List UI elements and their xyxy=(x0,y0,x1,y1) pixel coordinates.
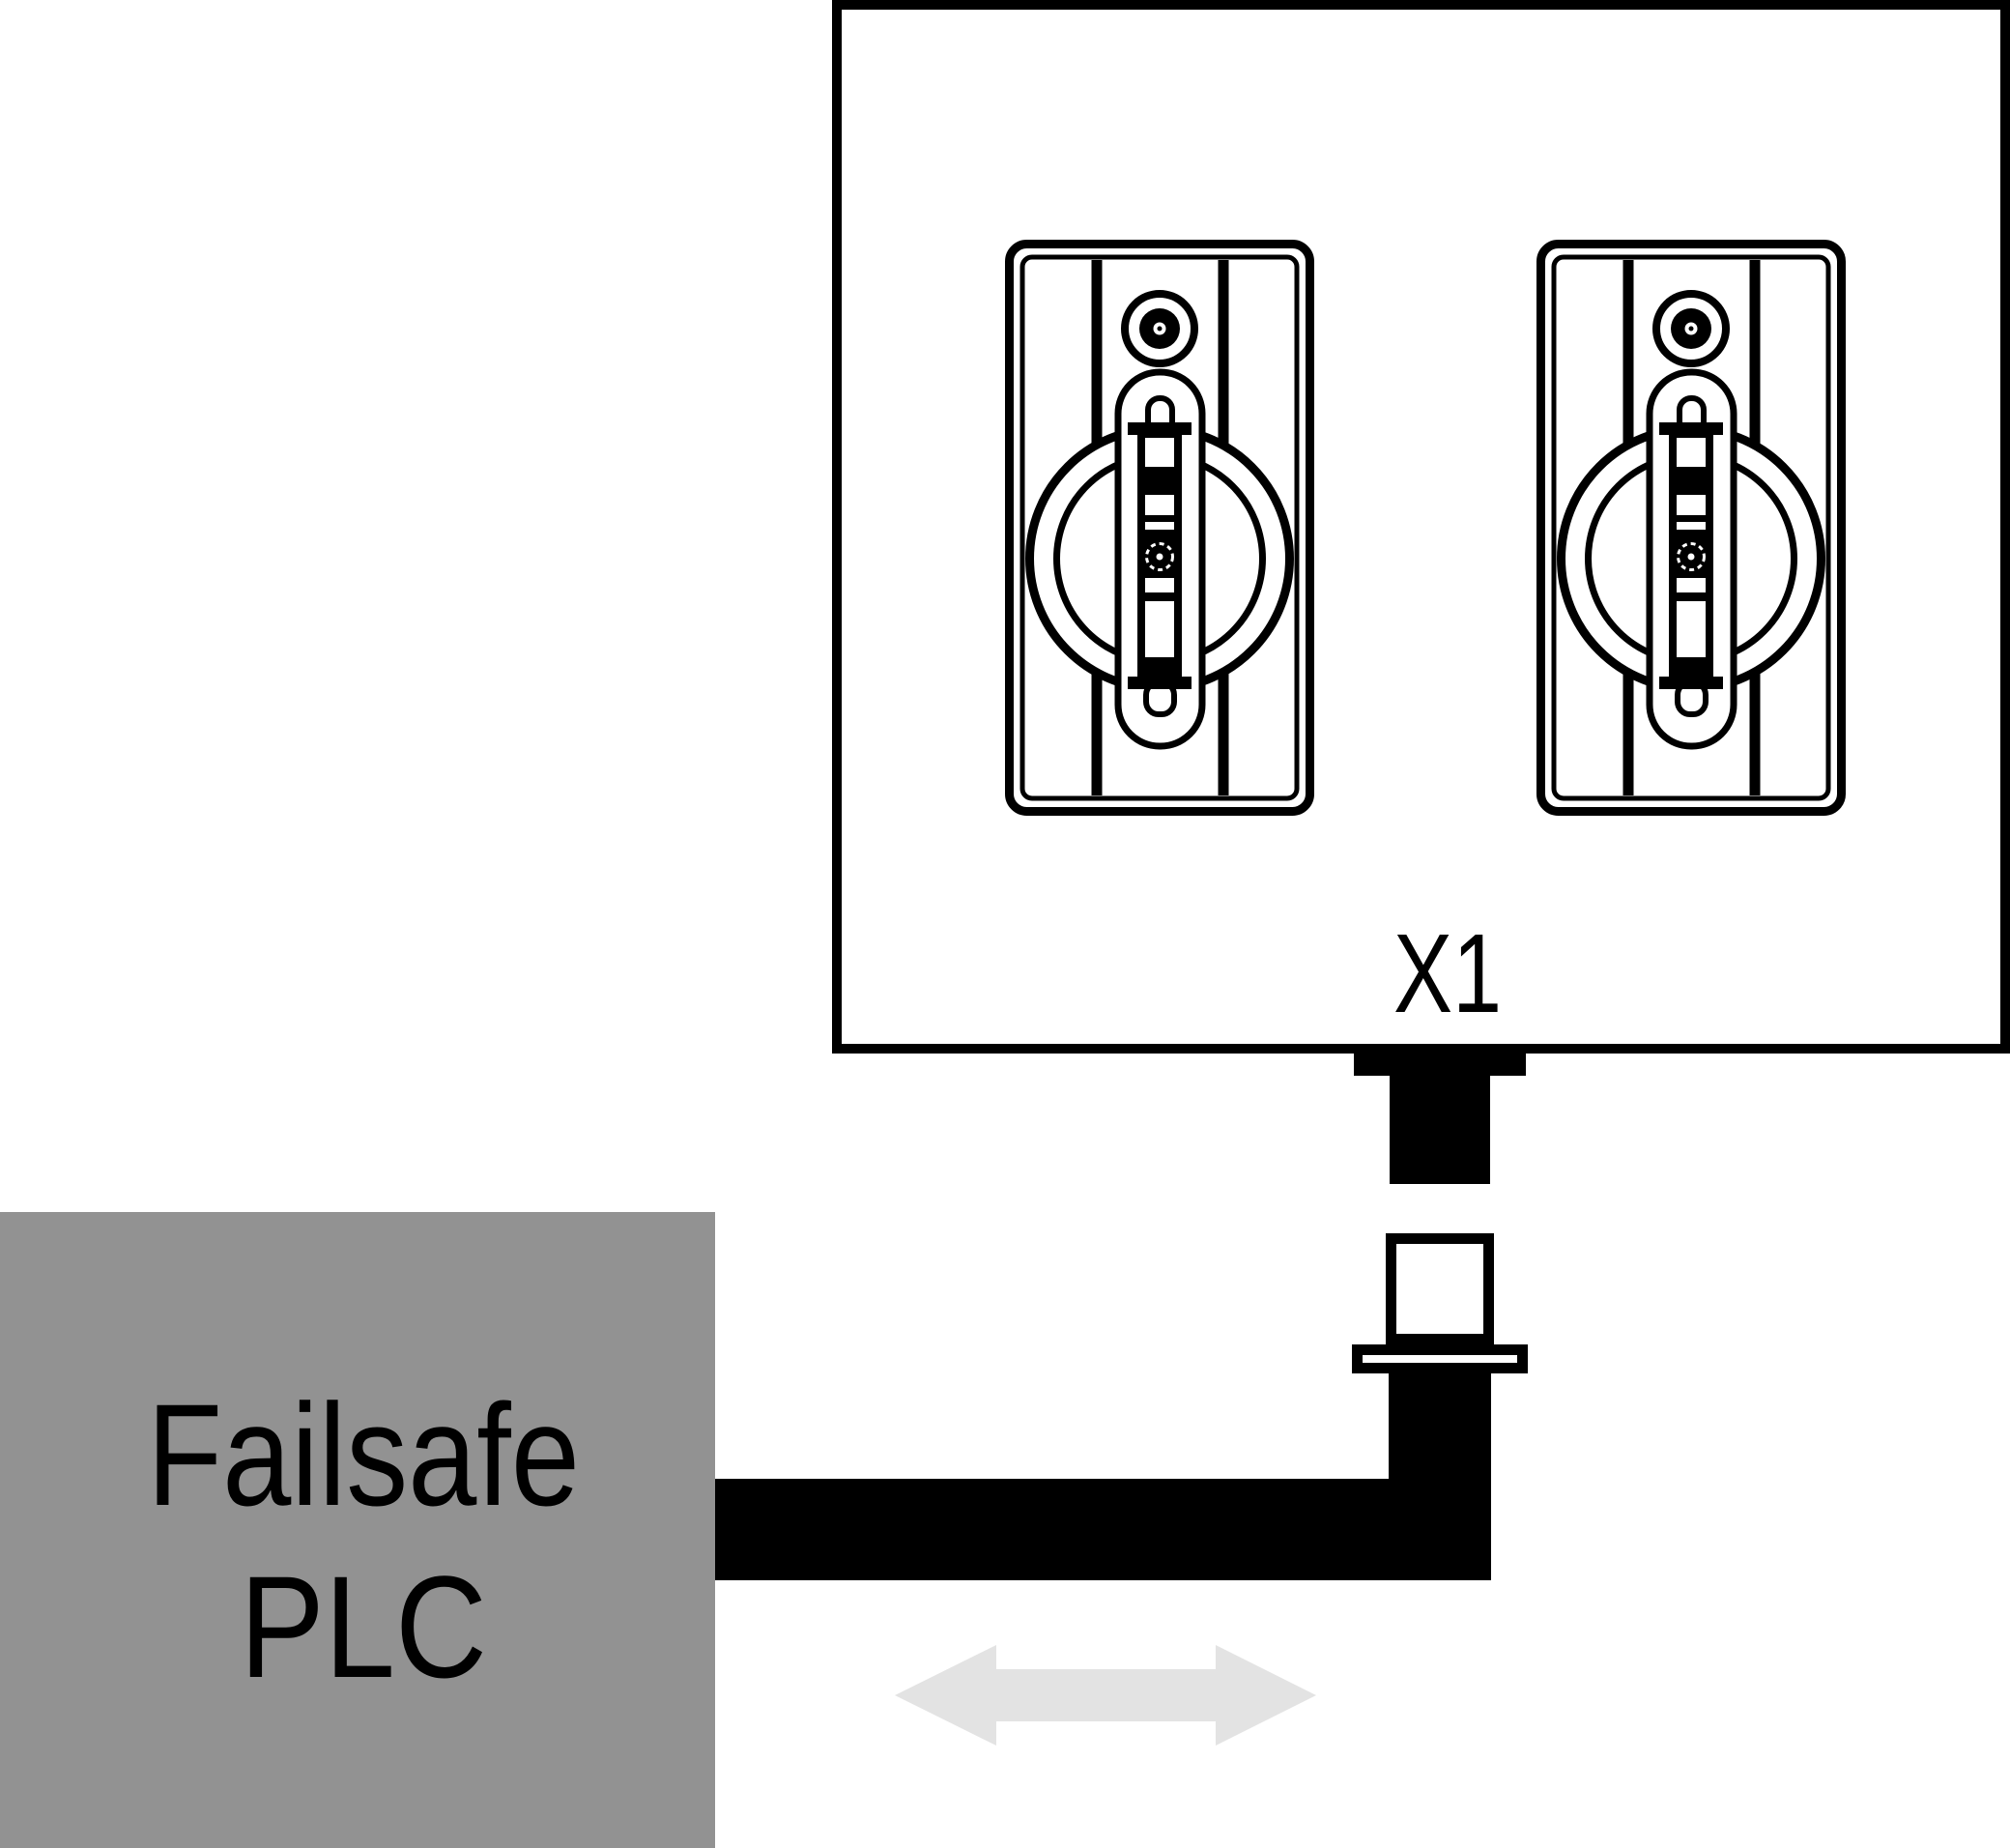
plc-label-line1: Failsafe xyxy=(147,1373,580,1536)
cable-plug-flange xyxy=(1352,1344,1528,1373)
connector-icon-right xyxy=(1541,245,1842,812)
cable-horizontal-segment xyxy=(713,1479,1491,1580)
plc-label-line2: PLC xyxy=(240,1545,487,1708)
bidirectional-arrow-icon xyxy=(895,1645,1316,1746)
plc-box xyxy=(0,1212,715,1848)
port-label: X1 xyxy=(1393,910,1502,1036)
cable-plug-body xyxy=(1386,1233,1494,1344)
port-stub-body xyxy=(1390,1049,1490,1184)
connector-icon-left xyxy=(1010,245,1310,812)
